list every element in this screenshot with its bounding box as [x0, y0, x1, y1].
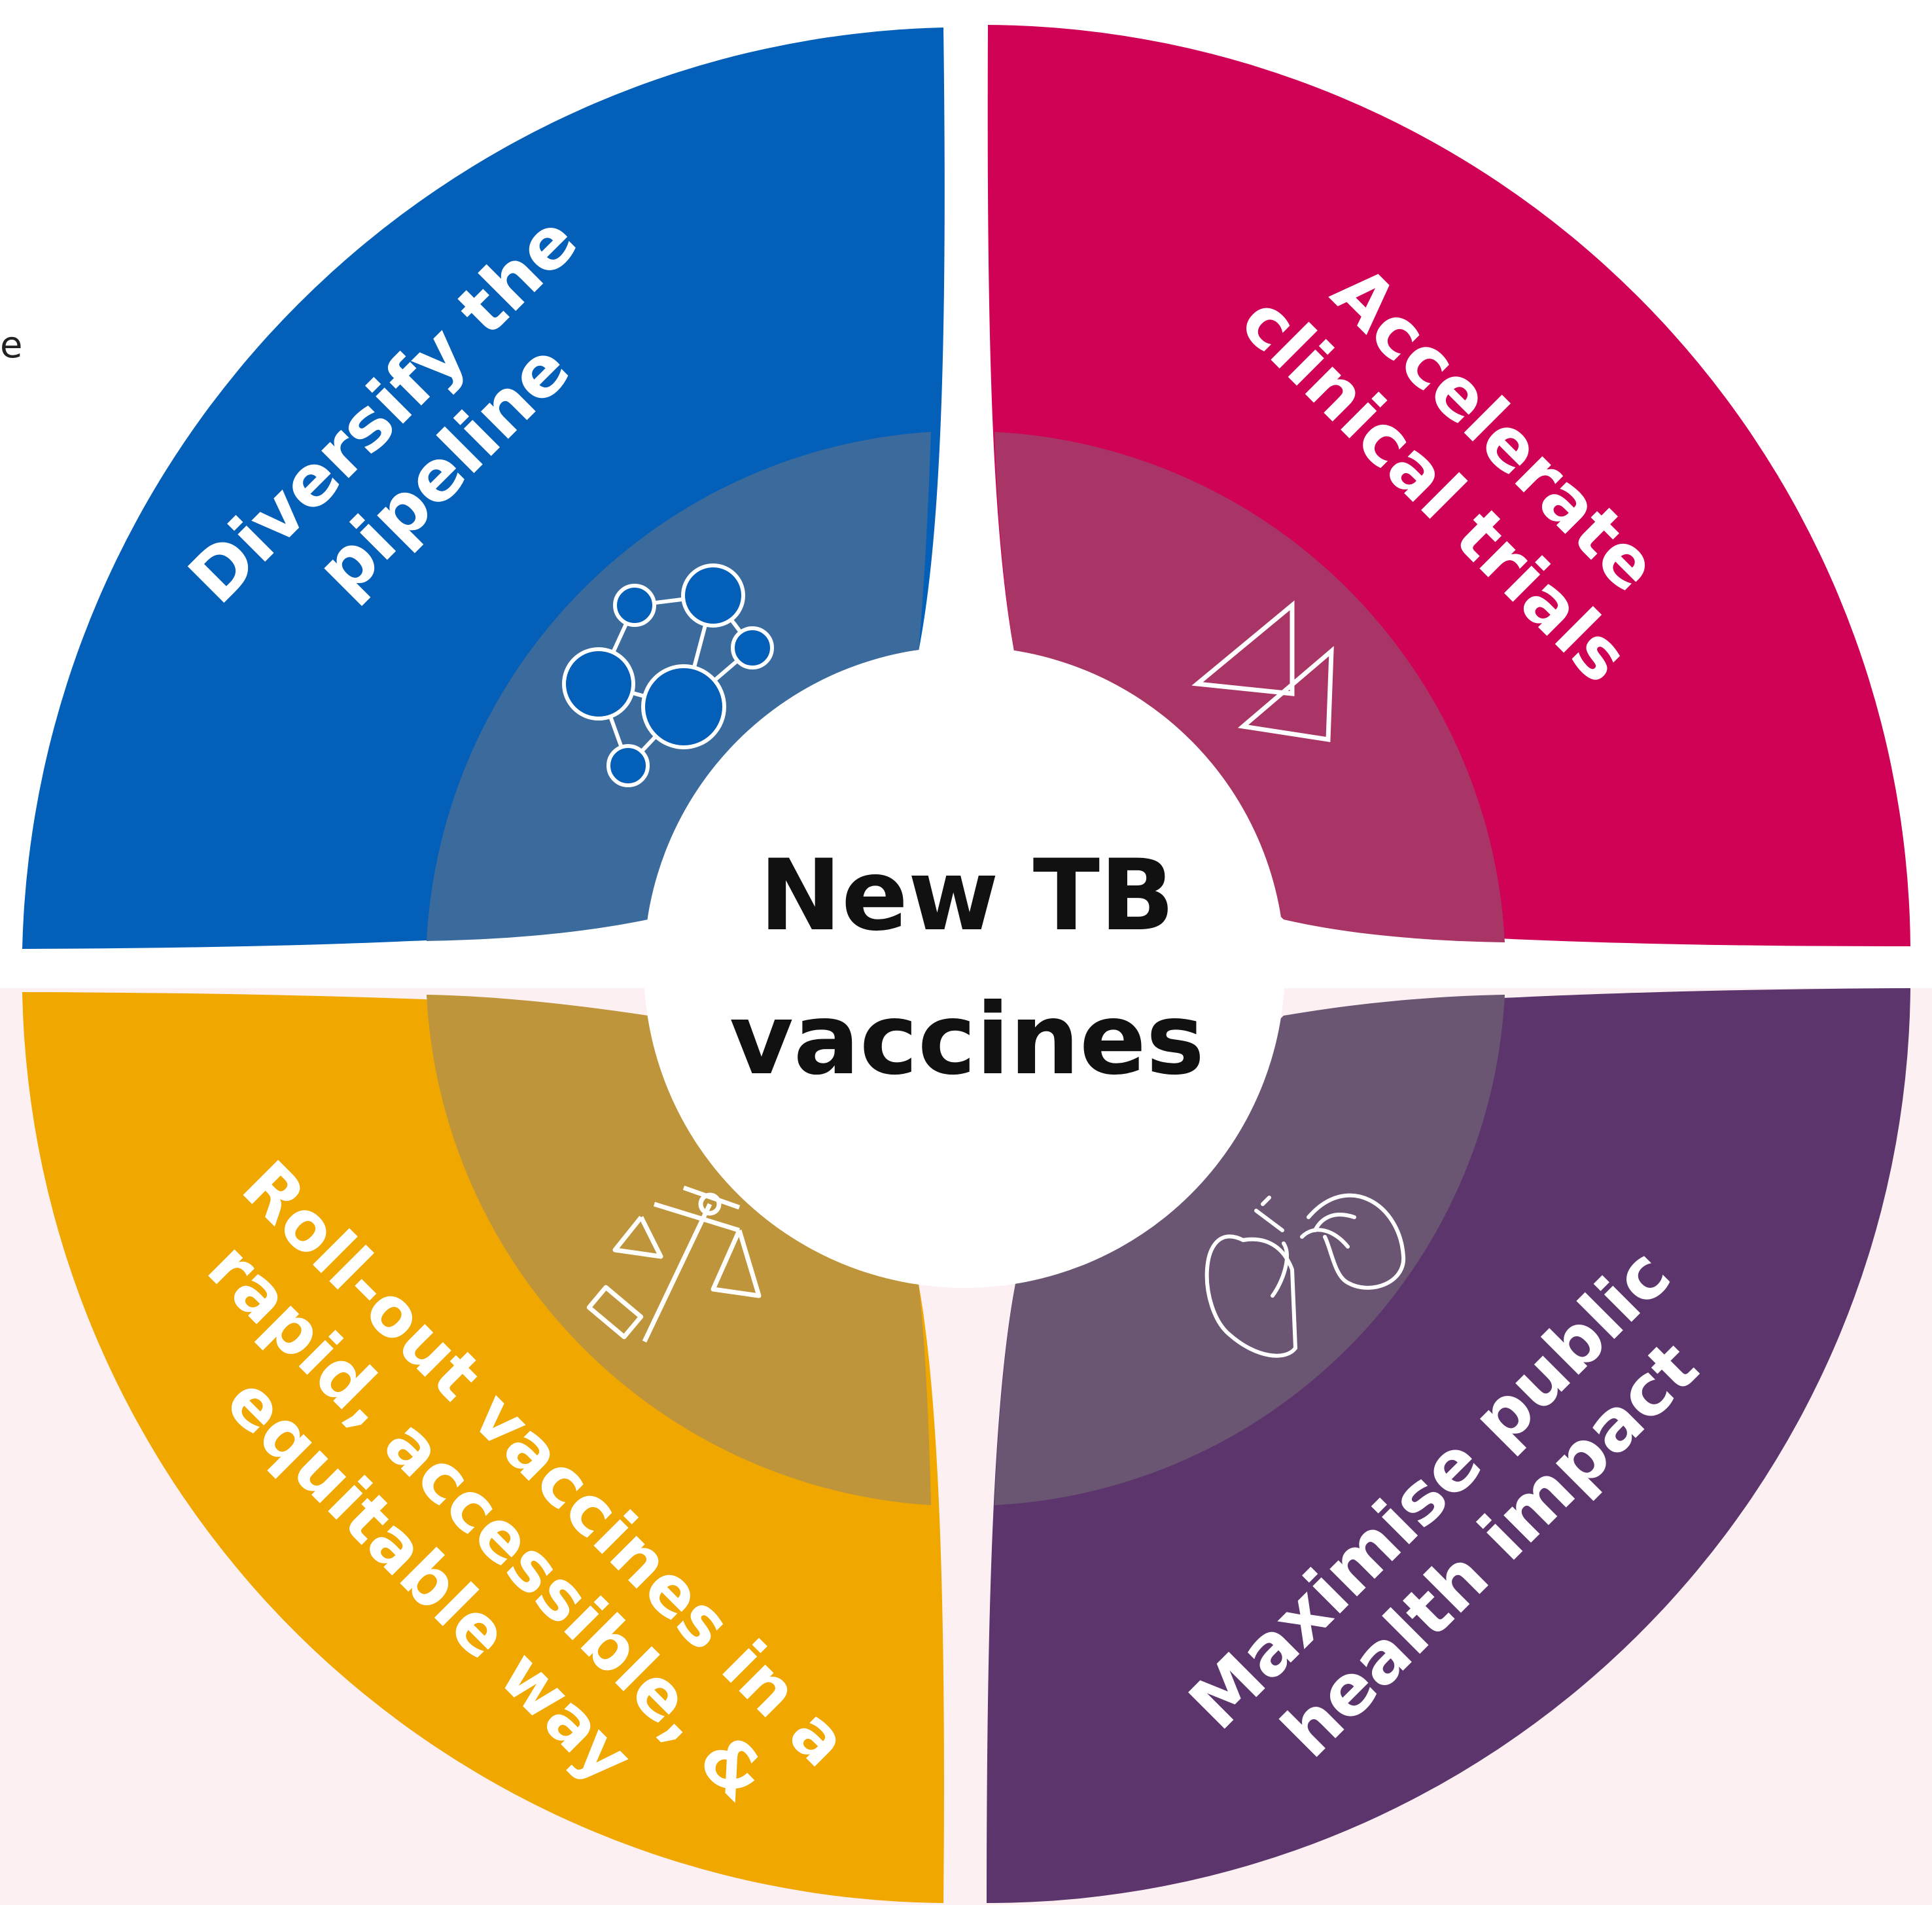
center-disc: [644, 647, 1285, 1288]
center-title-line2: vaccines: [729, 983, 1204, 1097]
inner-ring-bottom-right: [994, 995, 1505, 1505]
lungs-icon: [1204, 1193, 1406, 1358]
molecule-icon: [562, 563, 774, 787]
center-title-line1: New TB: [760, 839, 1175, 953]
edge-text-fragment: e: [0, 324, 23, 366]
inner-ring-bottom-left: [427, 995, 931, 1505]
scales-icon: [586, 1185, 762, 1343]
triangles-icon: [1191, 600, 1334, 743]
